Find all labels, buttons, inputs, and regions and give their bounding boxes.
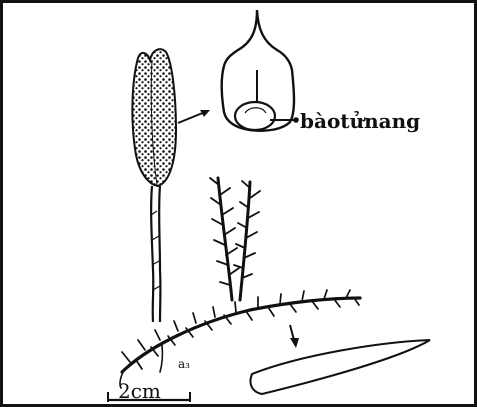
strobilus — [132, 49, 176, 186]
small-mark-label: a₃ — [178, 357, 190, 371]
sporangium — [235, 102, 275, 130]
arrow-to-leaf — [290, 325, 299, 348]
scale-label: 2cm — [118, 379, 161, 403]
arrow-to-sporophyll — [178, 110, 210, 123]
strobilus-stalk — [151, 186, 160, 322]
leaf-microphyll — [250, 340, 430, 394]
upright-branch-left — [210, 178, 239, 300]
upright-branch-right — [234, 181, 260, 300]
sporangium-label: bàotửnang — [300, 109, 420, 133]
